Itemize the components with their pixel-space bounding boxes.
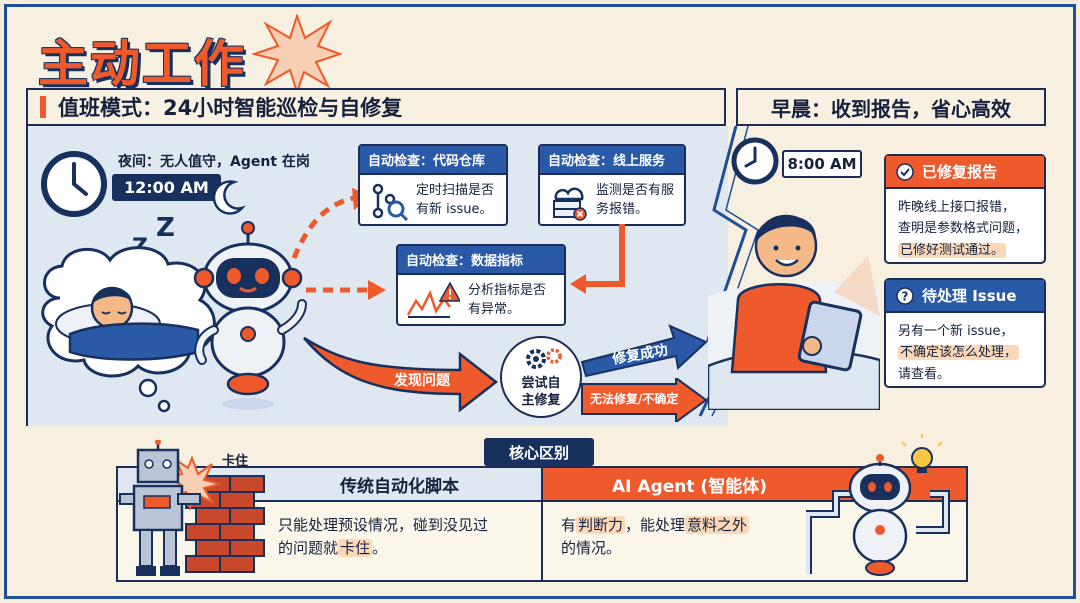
cloud-server-icon [553, 187, 587, 221]
check-card-metrics: 自动检查：数据指标 分析指标是否有异常。 [396, 244, 566, 326]
report-line: 另有一个新 issue， [898, 324, 1014, 339]
section-title-night: 值班模式：24小时智能巡检与自修复 [58, 96, 403, 120]
check-circle-icon [896, 162, 914, 181]
person-with-tablet-illustration [708, 214, 880, 410]
title-block: 主动工作 [30, 14, 342, 96]
section-title-morning: 早晨：收到报告，省心高效 [771, 96, 1011, 121]
sleeping-person-illustration [41, 246, 216, 413]
report-line: 查明是参数格式问题， [898, 221, 1029, 237]
report-line-highlight: 不确定该怎么处理， [898, 345, 1020, 361]
check-card-body: 分析指标是否有异常。 [468, 283, 547, 317]
old-robot-brick-wall-illustration [119, 440, 265, 576]
found-problem-label: 发现问题 [394, 373, 450, 389]
page-title: 主动工作 [38, 35, 246, 93]
burst-decoration [252, 14, 342, 94]
svg-text:?: ? [902, 289, 909, 303]
check-card-head: 自动检查：线上服务 [540, 146, 684, 175]
report-card-title: 待处理 Issue [922, 287, 1017, 305]
comparison-body-highlight: 意料之外 [685, 516, 750, 534]
report-line-highlight: 已修好测试通过。 [898, 242, 1007, 258]
comparison-table: 传统自动化脚本 只能处理预设情况，碰到没见过 的问题就卡住。 AI Agent … [116, 466, 968, 582]
comparison-body-part: ，能处理 [625, 516, 686, 534]
check-card-service: 自动检查：线上服务 监测是否有服务报错。 [538, 144, 686, 226]
check-card-head: 自动检查：数据指标 [398, 246, 564, 275]
comparison-body-part: 有 [561, 516, 577, 534]
section-bar-morning: 早晨：收到报告，省心高效 [736, 88, 1046, 126]
metrics-chart-icon [406, 281, 460, 318]
check-card-repo: 自动检查：代码仓库 定时扫描是否有新 issue。 [358, 144, 508, 226]
check-card-head: 自动检查：代码仓库 [360, 146, 506, 175]
clock-icon [41, 151, 107, 217]
fail-arrow [581, 378, 708, 422]
night-time-badge: 12:00 AM [112, 174, 221, 201]
comparison-body-part: 。 [372, 539, 388, 558]
core-difference-tag: 核心区别 [484, 438, 594, 466]
check-card-body: 定时扫描是否有新 issue。 [416, 183, 495, 217]
connector-arrow [570, 224, 625, 294]
fail-label: 无法修复/不确定 [590, 392, 679, 406]
clock-icon [731, 137, 779, 185]
report-card-fixed: 已修复报告 昨晚线上接口报错， 查明是参数格式问题， 已修好测试通过。 [884, 154, 1046, 264]
svg-text:Z: Z [156, 213, 175, 243]
stuck-label: 卡住 [222, 454, 249, 469]
gears-icon [526, 348, 562, 369]
night-label: 夜间：无人值守，Agent 在岗 [118, 154, 310, 170]
report-line: 昨晚线上接口报错， [898, 200, 1016, 215]
try-fix-node: 尝试自 主修复 [500, 336, 582, 418]
code-repo-icon [372, 183, 408, 221]
try-fix-line2: 主修复 [521, 392, 561, 408]
ai-agent-robot-illustration [806, 434, 950, 576]
check-card-body: 监测是否有服务报错。 [596, 183, 675, 217]
robot-agent-illustration [193, 221, 307, 410]
report-card-title: 已修复报告 [922, 163, 998, 181]
found-problem-arrow [303, 336, 499, 413]
comparison-body-highlight: 卡住 [338, 539, 373, 558]
moon-icon [212, 180, 246, 215]
section-bar-night: 值班模式：24小时智能巡检与自修复 [26, 88, 726, 126]
accent-mark [40, 96, 46, 118]
try-fix-line1: 尝试自 [521, 376, 561, 391]
comparison-body-line: 只能处理预设情况，碰到没见过 [278, 516, 489, 534]
comparison-body-highlight: 判断力 [576, 516, 626, 534]
report-line: 请查看。 [898, 366, 951, 382]
success-arrow [580, 324, 708, 378]
comparison-body-line: 的情况。 [561, 539, 622, 558]
morning-time-badge: 8:00 AM [782, 150, 862, 178]
report-card-pending: ? 待处理 Issue 另有一个新 issue， 不确定该怎么处理， 请查看。 [884, 278, 1046, 388]
comparison-body-part: 的问题就 [278, 539, 339, 558]
question-circle-icon: ? [896, 286, 914, 305]
